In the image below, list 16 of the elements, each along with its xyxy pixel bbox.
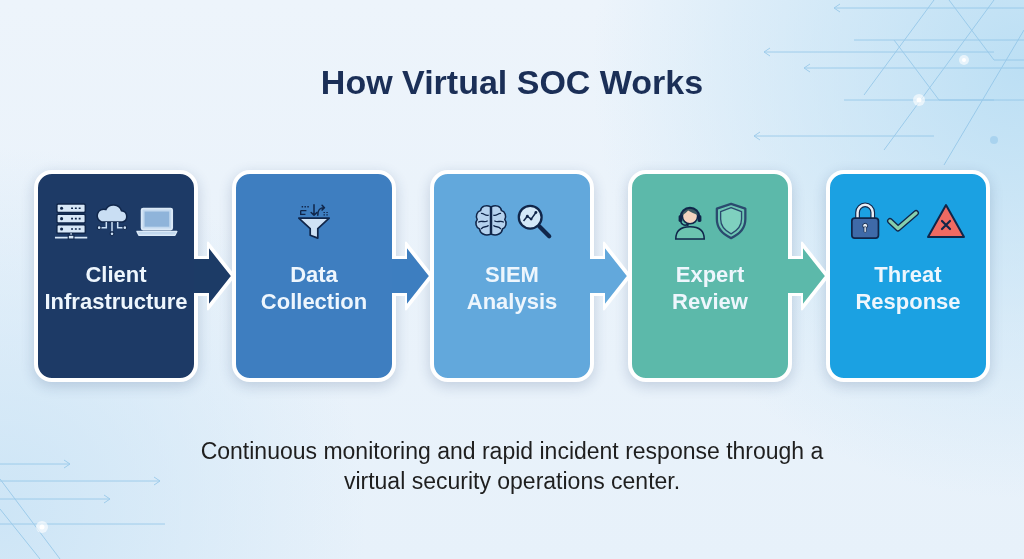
title: How Virtual SOC Works: [320, 62, 704, 103]
step-card: [628, 170, 792, 382]
step-label: Expert Review: [672, 261, 748, 315]
step-card: [232, 170, 396, 382]
arrow: [194, 244, 233, 308]
step-card: [826, 170, 990, 382]
step-label: SIEM Analysis: [466, 261, 558, 315]
step-card: [430, 170, 594, 382]
step-card: [34, 170, 198, 382]
caption: Continuous monitoring and rapid incident response through a virtual security operations center.: [199, 437, 825, 496]
step-label: Client Infrastructure: [44, 261, 188, 315]
arrow: [590, 244, 629, 308]
step-label: Data Collection: [260, 261, 368, 315]
arrow: [392, 244, 431, 308]
step-label: Threat Response: [855, 261, 961, 315]
arrow: [788, 244, 827, 308]
